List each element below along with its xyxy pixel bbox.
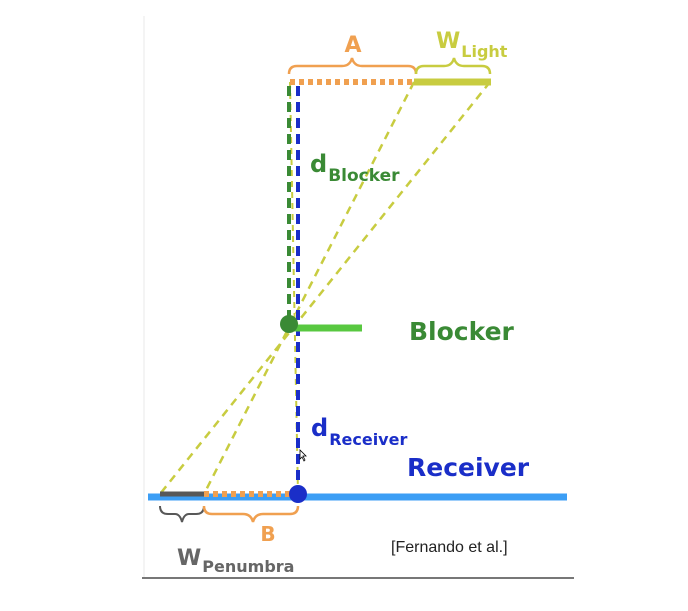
w-penumbra-brace — [159, 505, 205, 523]
b-label: B — [260, 522, 275, 546]
w-penumbra-label: WPenumbra — [177, 546, 294, 576]
blocker-label: Blocker — [409, 317, 515, 346]
w-light-label: WLight — [436, 29, 508, 61]
receiver-label: Receiver — [407, 453, 530, 482]
a-brace — [287, 57, 418, 75]
d-blocker-label: dBlocker — [310, 150, 400, 186]
a-label: A — [344, 33, 361, 58]
blocker-point — [280, 315, 298, 333]
light-ray-outer — [159, 81, 491, 495]
receiver-point — [289, 485, 307, 503]
w-light-brace — [414, 57, 492, 75]
diagram-panel — [144, 16, 574, 578]
b-brace — [202, 505, 300, 523]
light-ray-inner — [202, 81, 416, 495]
d-receiver-label: dReceiver — [311, 414, 407, 449]
citation: [Fernando et al.] — [391, 539, 508, 556]
mouse-cursor-icon — [299, 449, 307, 462]
